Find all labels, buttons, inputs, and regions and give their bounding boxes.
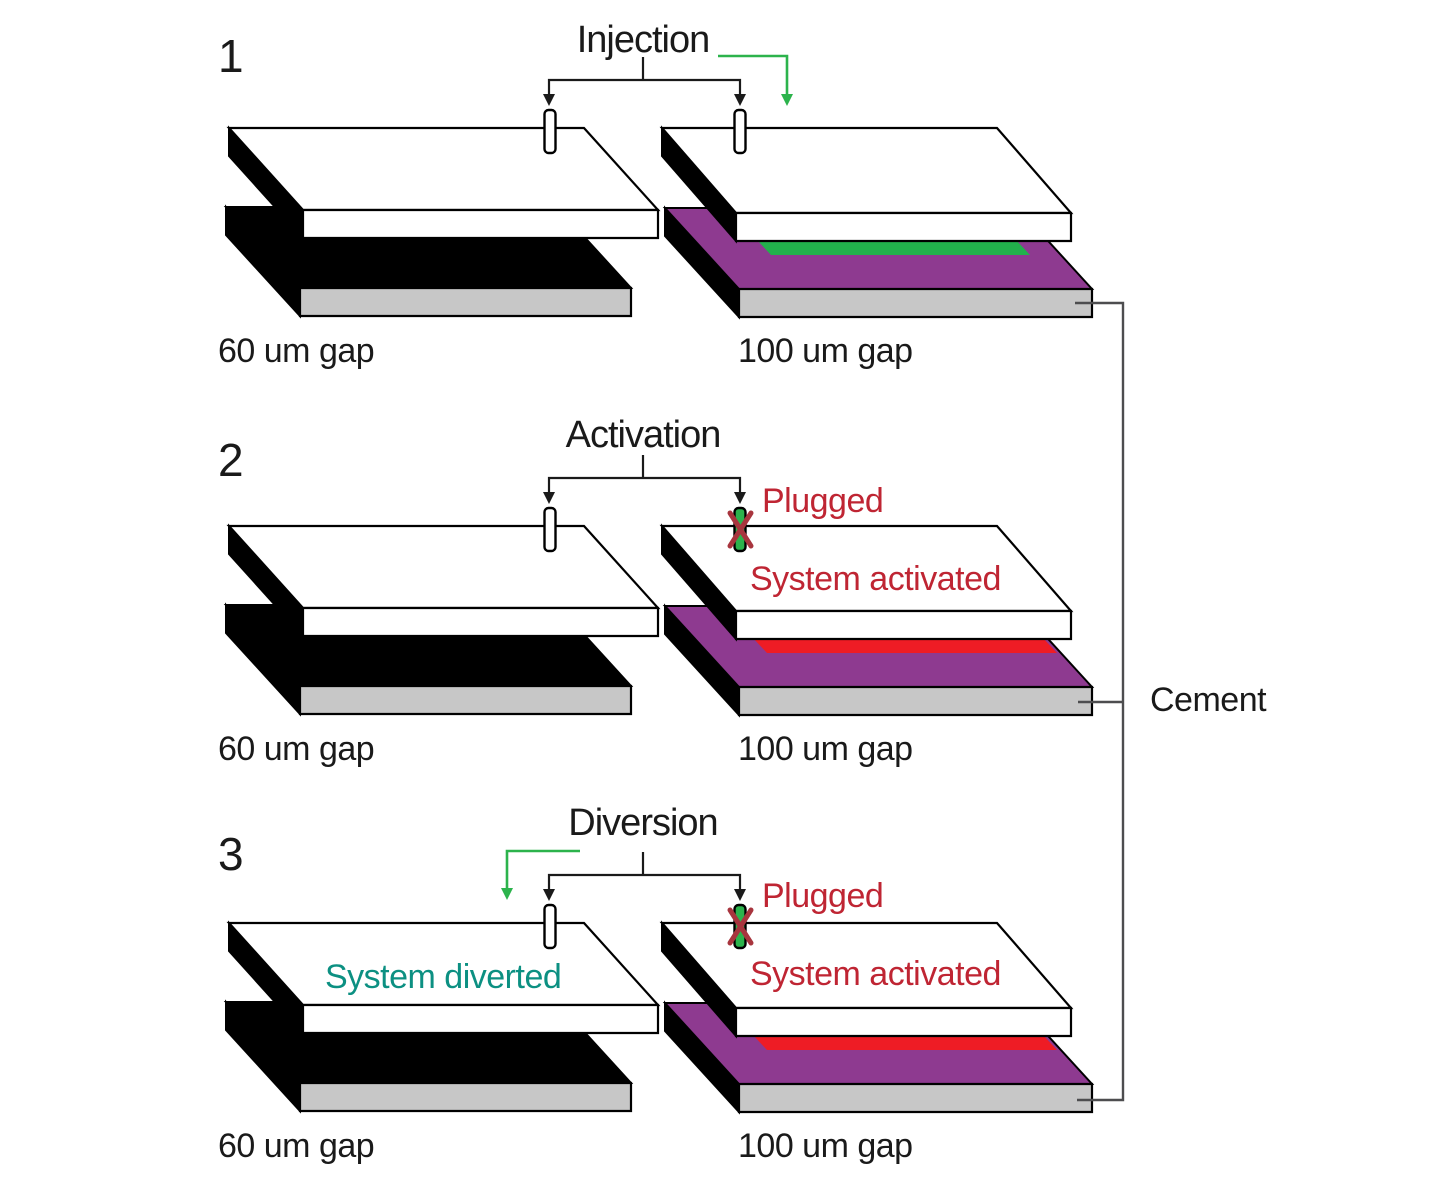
gap-label-60um: 60 um gap [218, 332, 374, 370]
arrow-down-icon [543, 889, 555, 901]
cement-label: Cement [1150, 681, 1267, 719]
bottom-plate-front-face [298, 684, 633, 716]
green-arrowhead-icon [781, 94, 793, 106]
bottom-plate-front-face [298, 1081, 633, 1113]
gap-label-60um: 60 um gap [218, 730, 374, 768]
top-plate-front-face [734, 609, 1073, 641]
arrow-down-icon [734, 889, 746, 901]
green-arrowhead-icon [501, 888, 513, 900]
panel-number: 3 [218, 828, 244, 880]
top-plate-front-face [734, 211, 1073, 243]
panel-number: 2 [218, 434, 244, 486]
diversion-bracket-line [547, 873, 742, 891]
arrow-down-icon [543, 492, 555, 504]
plate-stack-100um [659, 506, 1095, 718]
plate-stack-100um [659, 903, 1095, 1115]
stage-label: Injection [577, 19, 710, 61]
top-plate-front-face [301, 1003, 660, 1035]
arrow-down-icon [543, 94, 555, 106]
system-diverted-label: System diverted [325, 958, 561, 996]
plate-stack-60um [223, 108, 661, 319]
stage-label: Diversion [568, 802, 717, 844]
injection-bracket-line [547, 78, 742, 96]
bottom-plate-front-face [737, 685, 1094, 717]
green-flow-elbow-line [718, 54, 789, 96]
cement-callout: Cement [1075, 301, 1268, 1102]
arrow-down-icon [734, 94, 746, 106]
system-activated-label: System activated [750, 955, 1001, 993]
gap-label-100um: 100 um gap [738, 332, 913, 370]
bottom-plate-front-face [737, 287, 1094, 319]
activation-port-tube [543, 506, 557, 553]
arrow-down-icon [734, 492, 746, 504]
gap-label-100um: 100 um gap [738, 1127, 913, 1165]
cement-leader-line [1075, 301, 1125, 1102]
diversion-port-tube [543, 903, 557, 950]
top-plate-top-face [226, 126, 661, 212]
top-plate-front-face [301, 606, 660, 638]
top-plate-front-face [734, 1006, 1073, 1038]
activated-fluid-strip [753, 1035, 1057, 1050]
panel-2-activation: 2 Activation Plugged System activated 60… [218, 414, 1095, 768]
green-divert-elbow-line [505, 849, 580, 890]
plug-x-icon [727, 907, 754, 946]
injection-port-tube [733, 108, 747, 155]
gap-label-100um: 100 um gap [738, 730, 913, 768]
panel-1-injection: 1 Injection 60 um gap 100 um gap [218, 19, 1095, 370]
injection-port-tube [543, 108, 557, 155]
gap-label-60um: 60 um gap [218, 1127, 374, 1165]
top-plate-front-face [301, 208, 660, 240]
top-plate-top-face [226, 524, 661, 610]
panel-number: 1 [218, 30, 244, 82]
activated-fluid-strip [753, 638, 1057, 653]
injected-fluid-strip [757, 240, 1030, 255]
plate-stack-60um [223, 903, 661, 1114]
stage-label: Activation [566, 414, 721, 456]
plate-stack-60um [223, 506, 661, 717]
plug-x-icon [727, 510, 754, 549]
panel-3-diversion: 3 Diversion Plugged System diverted Syst… [218, 802, 1095, 1165]
activation-bracket-line [547, 476, 742, 494]
plugged-label: Plugged [762, 482, 883, 520]
bottom-plate-front-face [737, 1082, 1094, 1114]
plugged-label: Plugged [762, 877, 883, 915]
system-activated-label: System activated [750, 560, 1001, 598]
bottom-plate-front-face [298, 286, 633, 318]
plate-stack-100um [659, 108, 1095, 320]
